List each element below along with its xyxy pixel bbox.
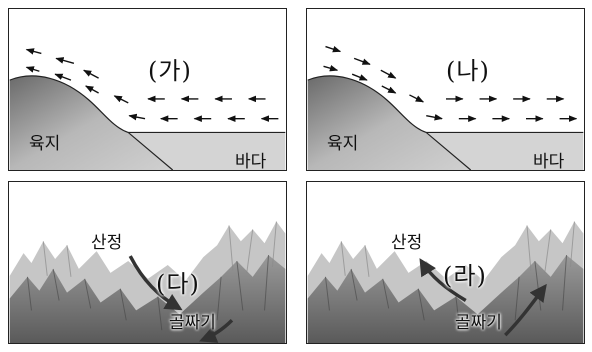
coastline [307, 75, 472, 170]
sea-breeze-diagram [9, 48, 286, 170]
panel-tag: (다) [156, 270, 200, 298]
coastline [9, 75, 174, 170]
panel-tag: (가) [148, 57, 192, 85]
valley-label: 골짜기 [455, 313, 502, 333]
wind-arrow-up-slope-2 [504, 283, 547, 337]
land [9, 75, 173, 170]
panel-tag: (나) [446, 57, 490, 85]
valley-breeze-diagram [307, 221, 584, 343]
land-breeze-diagram [307, 45, 584, 170]
panel-ga: (가) 육지 바다 [8, 8, 287, 171]
peak-label: 산정 [391, 233, 423, 253]
panel-na: (나) 육지 바다 [306, 8, 585, 171]
land-label: 육지 [29, 134, 61, 154]
mountain-breeze-diagram [9, 221, 286, 343]
mountain-range-front [9, 255, 286, 343]
wind-arrow-up-slope [419, 258, 467, 303]
sea-label: 바다 [533, 152, 565, 171]
land [307, 75, 471, 170]
panel-da: 산정 (다) 골짜기 [8, 181, 287, 344]
wind-arrows-sea-to-land [25, 48, 279, 122]
peak-label: 산정 [91, 233, 123, 253]
sea-label: 바다 [235, 152, 267, 171]
land-label: 육지 [327, 134, 359, 154]
panel-ra: 산정 (라) 골짜기 [306, 181, 585, 344]
panel-tag: (라) [443, 262, 487, 290]
wind-arrow-down-slope-2 [199, 319, 234, 343]
wind-arrow-down-slope [128, 255, 183, 311]
wind-arrows-land-to-sea [323, 45, 578, 122]
mountain-range-front [307, 255, 584, 343]
valley-label: 골짜기 [169, 313, 216, 333]
